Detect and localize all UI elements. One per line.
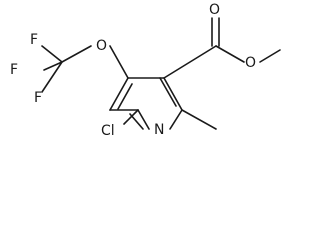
ring-bond-n-c2 (169, 109, 183, 130)
bond-ether-oxygen-cf3-carbon (61, 45, 92, 63)
ring-bond-c6-n (137, 109, 150, 130)
bond-cf3-f-mid (43, 61, 63, 71)
atom-label-f-mid: F (10, 62, 18, 78)
chemical-structure: Cl N O F F F O O (10, 2, 281, 138)
bond-c6-cl (123, 109, 139, 125)
atom-label-o-carbonyl: O (209, 2, 220, 18)
bond-carbonyl-carbon-ester-oxygen (215, 45, 245, 63)
atom-label-o-ester: O (245, 55, 256, 71)
bond-cf3-f-bottom (41, 61, 63, 93)
atom-label-n: N (154, 122, 164, 138)
bond-c2-methyl (181, 109, 217, 130)
bond-c4-ether-oxygen (109, 45, 129, 79)
bond-c3-carbonyl-carbon (163, 45, 217, 79)
ring-bond-c4-c5-inner (117, 83, 133, 110)
atom-label-cl: Cl (101, 123, 115, 138)
ring-bond-c2-c3 (163, 77, 183, 111)
bond-ester-oxygen-methyl (259, 49, 281, 63)
atom-label-f-top: F (30, 32, 38, 48)
bond-cf3-f-top (41, 45, 63, 63)
ring-bond-c4-c5 (109, 77, 129, 111)
atom-label-o-ether: O (96, 38, 107, 54)
atom-label-f-bottom: F (34, 90, 42, 106)
ring-bond-c3-c3-inner (159, 77, 177, 107)
